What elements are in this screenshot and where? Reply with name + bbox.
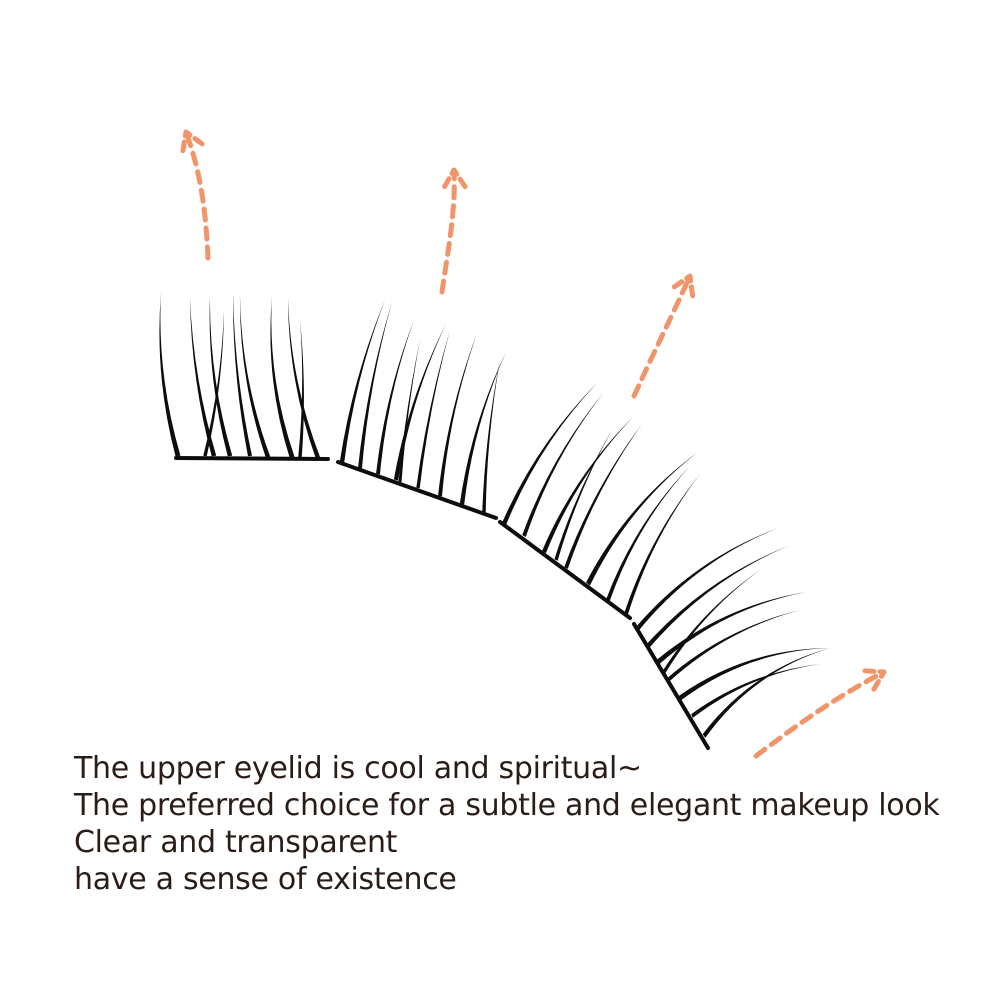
caption: The upper eyelid is cool and spiritual~ … [74, 750, 954, 898]
lash-clusters [159, 292, 830, 750]
caption-line-2: The preferred choice for a subtle and el… [74, 788, 940, 823]
direction-arrow-3 [631, 273, 696, 399]
lash-cluster-3 [498, 382, 700, 620]
direction-arrow-4 [753, 668, 887, 759]
direction-arrow-2 [439, 167, 468, 295]
caption-line-4: have a sense of existence [74, 862, 457, 897]
lash-cluster-4 [632, 528, 830, 750]
lash-cluster-2 [336, 300, 506, 520]
lash-cluster-1 [159, 292, 330, 461]
caption-line-1: The upper eyelid is cool and spiritual~ [74, 751, 642, 786]
direction-arrows [180, 129, 887, 759]
caption-line-3: Clear and transparent [74, 825, 398, 860]
direction-arrow-1 [180, 129, 211, 261]
